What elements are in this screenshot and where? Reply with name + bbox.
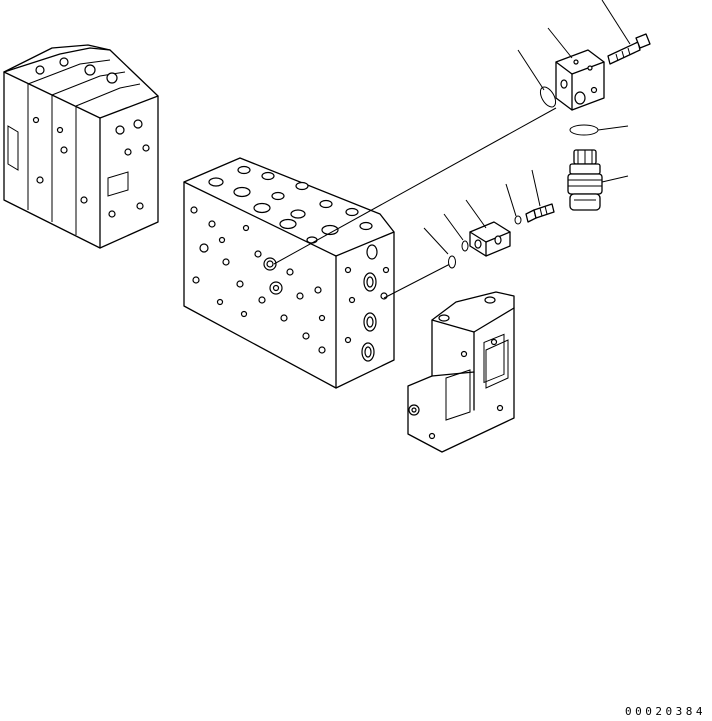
relief-valve-cartridge [567,149,603,211]
adapter-block [469,221,511,257]
o-ring-medium [461,240,469,252]
hex-bolt-long [607,33,651,65]
valve-body-block [555,49,605,111]
o-ring-flat [569,124,599,136]
parts-right [567,124,603,211]
valve-assembly-overview [3,44,159,249]
side-cover-plate [407,291,515,453]
parts-row-middle [448,203,555,269]
washer [514,215,522,225]
parts-upper [539,33,651,111]
drawing-number: 00020384 [625,705,706,718]
valve-section-block [183,157,395,389]
leader-lines [423,0,631,255]
o-ring-small [448,255,456,269]
assembly-reference-lines [273,107,557,299]
hex-bolt-small [525,203,555,223]
